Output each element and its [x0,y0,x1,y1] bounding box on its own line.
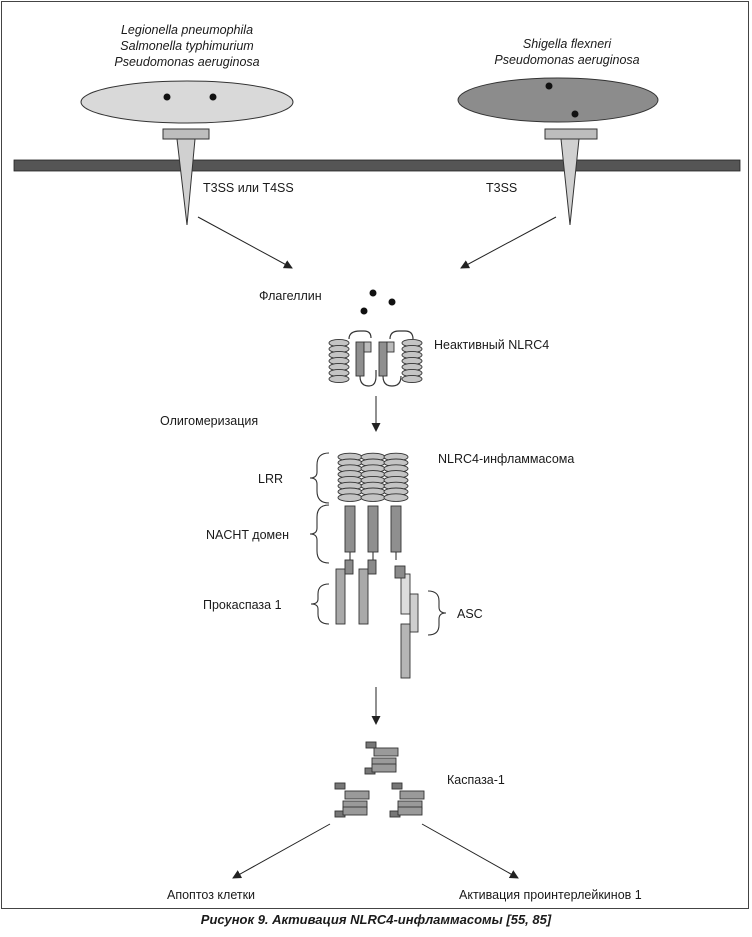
figure-frame [1,1,749,909]
bacteria-left-2: Salmonella typhimurium [120,39,254,53]
inflammasome-shape [335,452,419,679]
bacteria-right-1: Shigella flexneri [522,37,612,51]
arrow-to-interleukins [421,823,519,879]
flagellin-dot [571,110,579,118]
nlrc4-diagram [13,77,741,879]
oligomerization-label: Олигомеризация [160,414,259,428]
procaspase-1-segment [358,568,369,625]
procaspase-label: Прокаспаза 1 [203,598,282,612]
card-domain [344,559,354,575]
lrr-coil [360,493,386,502]
cell-membrane [13,159,741,172]
braces [309,452,447,636]
caspase-1-subunit [344,790,370,800]
nacht-domain [344,505,356,553]
inactive-nlrc4-shape [328,330,423,387]
asc-brace [427,590,447,636]
caspase-1-subunit [342,806,368,816]
card-domain [394,565,406,579]
lrr-coil [337,493,363,502]
secretion-right-label: T3SS [486,181,518,195]
bacteria-right-list: Shigella flexneri Pseudomonas aeruginosa [494,36,639,68]
figure-caption: Рисунок 9. Активация NLRC4-инфламмасомы … [200,912,552,927]
caspase-1-subunit [334,782,346,790]
caspase-1-subunit [373,747,399,757]
caspase-1-shape [334,741,425,818]
caspase-1-subunit [397,806,423,816]
card-domain [386,341,395,353]
secretion-left-label: T3SS или T4SS [203,181,294,195]
flagellin-dot [163,93,171,101]
bacteria-left-list: Legionella pneumophila Salmonella typhim… [114,22,259,70]
caspase-1-subunit [371,763,397,773]
nacht-domain [390,505,402,553]
procaspase-1-segment [400,623,411,679]
linker [348,330,372,340]
card-domain [367,559,377,575]
secretion-base [162,128,210,140]
bacterium-right [457,77,659,226]
bacteria-right-2: Pseudomonas aeruginosa [494,53,640,67]
arrow-right-to-flagellin [460,216,557,269]
lrr-coil [401,374,423,384]
interleukins-label: Активация проинтерлейкинов 1 [459,888,642,902]
asc-segment [400,573,411,615]
caspase-label: Каспаза-1 [447,773,505,787]
asc-segment [409,593,419,633]
procaspase-1-segment [335,568,346,625]
nacht-domain [355,341,365,377]
lrr-coil [383,493,409,502]
nacht-domain [367,505,379,553]
lrr-label: LRR [258,472,284,486]
nacht-brace [309,504,330,564]
flagellin-dot [209,93,217,101]
linker [389,330,414,340]
flagellin-label: Флагеллин [259,289,322,303]
asc-label: ASC [457,607,483,621]
caspase-1-subunit [399,790,425,800]
inactive-nlrc4-label: Неактивный NLRC4 [434,338,550,352]
linker [382,375,402,387]
card-domain [363,341,372,353]
bacteria-left-3: Pseudomonas aeruginosa [114,55,260,69]
arrow-left-to-flagellin [197,216,293,269]
linker [359,370,377,387]
flagellin-molecules [360,289,396,315]
apoptosis-label: Апоптоз клетки [167,888,256,902]
secretion-needle-left [176,138,196,226]
lrr-coil [328,374,350,384]
caspase-1-subunit [365,741,377,749]
bacteria-left-1: Legionella pneumophila [120,23,254,37]
secretion-needle-right [560,138,580,226]
arrow-to-apoptosis [232,823,331,879]
bacterium-left [80,80,294,226]
lrr-brace [309,452,330,504]
procaspase-brace [310,583,330,625]
nacht-domain [378,341,388,377]
inflammasome-label: NLRC4-инфламмасома [438,452,575,466]
nacht-label: NACHT домен [206,528,289,542]
caspase-1-subunit [391,782,403,790]
flagellin-dot [545,82,553,90]
secretion-base [544,128,598,140]
